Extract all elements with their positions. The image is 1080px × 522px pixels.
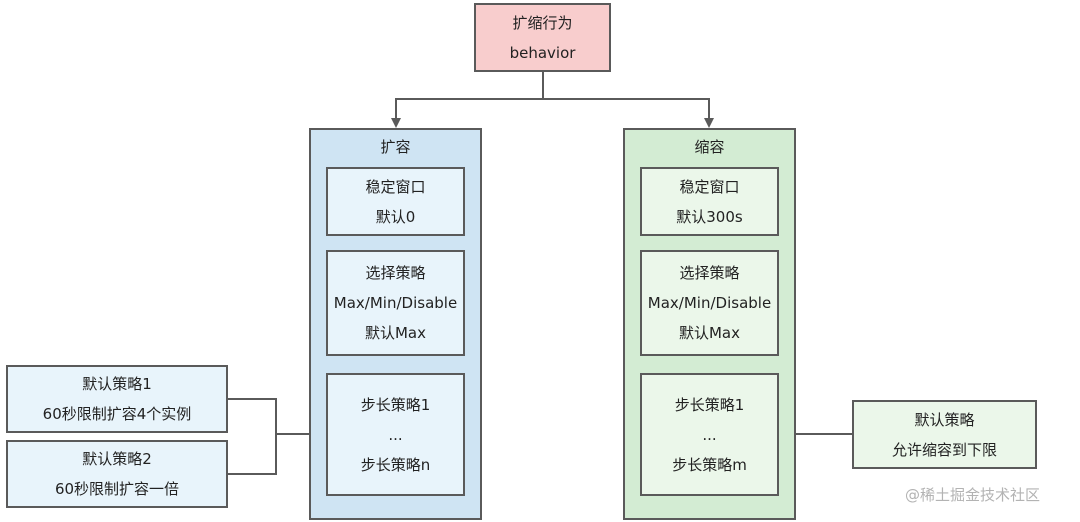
scale-up-default-policy-1-title: 默认策略1 [82,375,152,393]
scale-down-title: 缩容 [694,138,725,156]
scale-up-default-policy-2-title: 默认策略2 [82,450,152,468]
scale-down-stabilization-box: 稳定窗口 默认300s [640,167,779,236]
scale-up-title: 扩容 [380,138,411,156]
root-to-scale-down-arrow [543,98,714,128]
scale-up-default-policy-2-box: 默认策略2 60秒限制扩容一倍 [6,440,228,508]
scale-down-select-policy-default: 默认Max [678,324,740,342]
scale-down-step-policy-first: 步长策略1 [674,395,745,414]
root-to-scale-up-arrow [391,72,544,128]
default-policy-2-connector [228,434,277,475]
scale-up-step-policy-box: 步长策略1 ... 步长策略n [326,373,465,496]
watermark: @稀土掘金技术社区 [905,486,1041,504]
scale-down-select-policy-label: 选择策略 [679,264,740,282]
scale-up-select-policy-options: Max/Min/Disable [333,294,458,312]
scale-up-default-policy-1-desc: 60秒限制扩容4个实例 [42,405,192,423]
scale-up-step-policy-last: 步长策略n [360,455,431,474]
scale-down-step-policy-ellipsis: ... [702,425,717,444]
scale-up-stabilization-default: 默认0 [375,207,416,226]
scale-up-select-policy-default: 默认Max [364,324,426,342]
scale-down-default-policy-box: 默认策略 允许缩容到下限 [852,400,1037,469]
scale-down-step-policy-last: 步长策略m [672,455,747,474]
scale-down-select-policy-options: Max/Min/Disable [647,294,772,312]
scale-up-select-policy-label: 选择策略 [365,264,426,282]
scale-up-step-policy-first: 步长策略1 [360,395,431,414]
behavior-root-box: 扩缩行为 behavior [474,3,611,72]
scale-down-stabilization-label: 稳定窗口 [679,177,740,196]
root-title: 扩缩行为 [512,13,573,32]
scale-up-default-policy-1-box: 默认策略1 60秒限制扩容4个实例 [6,365,228,433]
scale-up-select-policy-box: 选择策略 Max/Min/Disable 默认Max [326,250,465,356]
scale-down-default-policy-desc: 允许缩容到下限 [891,440,997,459]
scale-up-stabilization-label: 稳定窗口 [365,177,426,196]
scale-down-select-policy-box: 选择策略 Max/Min/Disable 默认Max [640,250,779,356]
scale-up-default-policy-2-desc: 60秒限制扩容一倍 [54,480,180,498]
default-policy-1-connector [228,398,277,434]
root-subtitle: behavior [509,43,576,62]
scale-down-default-policy-title: 默认策略 [914,410,975,429]
scale-down-step-policy-box: 步长策略1 ... 步长策略m [640,373,779,496]
scale-up-step-policy-ellipsis: ... [388,425,403,444]
scale-down-stabilization-default: 默认300s [676,207,743,226]
scale-up-stabilization-box: 稳定窗口 默认0 [326,167,465,236]
